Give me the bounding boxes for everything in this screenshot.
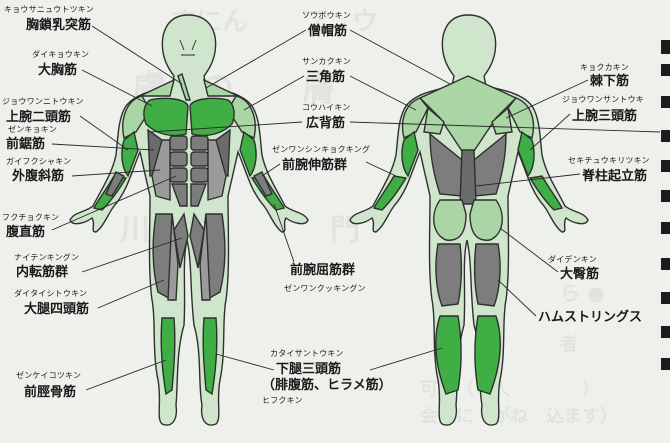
label-external-oblique: 外腹斜筋 xyxy=(11,168,64,184)
label-latissimus: 広背筋 xyxy=(306,115,345,131)
label-gluteus-maximus: 大臀筋 xyxy=(560,266,599,282)
label-serratus: 前鋸筋 xyxy=(6,136,45,152)
label-triceps-surae: 下腿三頭筋 xyxy=(276,361,341,377)
label-deltoid-ruby: サンカクキン xyxy=(302,57,351,66)
right-edge-marks xyxy=(661,40,670,370)
label-external-oblique-ruby: ガイフクシャキン xyxy=(6,156,71,166)
label-serratus-ruby: ゼンキョキン xyxy=(8,124,57,134)
label-gluteus-maximus-ruby: ダイデンキン xyxy=(548,254,597,264)
label-triceps-surae-sub-ruby: ヒフクキン xyxy=(262,396,303,405)
label-rectus-abdominis-ruby: フクチョクキン xyxy=(2,213,59,222)
label-biceps: 上腕二頭筋 xyxy=(6,109,71,125)
label-infraspinatus-ruby: キョクカキン xyxy=(580,63,629,72)
svg-text:ら ●: ら ● xyxy=(560,281,604,305)
label-sternocleidomastoid: 胸鎖乳突筋 xyxy=(26,17,91,33)
back-glute-right xyxy=(470,200,502,240)
label-tibialis: 前脛骨筋 xyxy=(24,384,76,400)
label-pectoralis-major-ruby: ダイキョウキン xyxy=(32,49,89,59)
label-triceps: 上腕三頭筋 xyxy=(572,108,637,124)
label-triceps-ruby: ジョウワンサントウキ xyxy=(562,95,644,104)
label-latissimus-ruby: コウハイキン xyxy=(302,103,350,112)
back-figure xyxy=(350,15,588,425)
label-infraspinatus: 棘下筋 xyxy=(590,73,629,89)
back-erector xyxy=(460,150,476,204)
back-glute-left xyxy=(434,200,466,240)
label-trapezius: 僧帽筋 xyxy=(308,23,347,39)
label-adductors-ruby: ナイテンキングン xyxy=(14,252,79,262)
label-triceps-surae-sub: （腓腹筋、ヒラメ筋） xyxy=(262,377,392,393)
label-erector-spinae: 脊柱起立筋 xyxy=(581,168,647,184)
label-forearm-flexors-ruby: ゼンワンクッキングン xyxy=(284,283,366,293)
label-forearm-extensors-ruby: ゼンワンシンキョクキング xyxy=(272,144,370,154)
label-tibialis-ruby: ゼンケイコツキン xyxy=(16,370,81,380)
label-deltoid: 三角筋 xyxy=(306,69,345,85)
label-forearm-extensors: 前腕伸筋群 xyxy=(282,157,347,173)
svg-text:者: 者 xyxy=(559,334,578,355)
label-trapezius-ruby: ソウボウキン xyxy=(302,11,351,20)
label-triceps-surae-ruby: カタイサントウキン xyxy=(270,349,344,358)
label-adductors: 内転筋群 xyxy=(16,264,68,280)
label-hamstrings: ハムストリングス xyxy=(538,309,642,325)
label-rectus-abdominis: 腹直筋 xyxy=(6,224,45,240)
label-pectoralis-major: 大胸筋 xyxy=(38,62,77,78)
back-hamstring-right xyxy=(475,244,500,306)
label-quadriceps: 大腿四頭筋 xyxy=(24,301,89,317)
label-forearm-flexors: 前腕屈筋群 xyxy=(290,262,355,278)
label-quadriceps-ruby: ダイタイシトウキン xyxy=(14,288,87,298)
label-biceps-ruby: ジョウワンニトウキン xyxy=(2,97,84,106)
back-hamstring-left xyxy=(436,244,461,306)
label-erector-spinae-ruby: セキチュウキリツキン xyxy=(568,156,650,165)
label-sternocleidomastoid-ruby: キョウサニュウトツキン xyxy=(4,5,94,14)
